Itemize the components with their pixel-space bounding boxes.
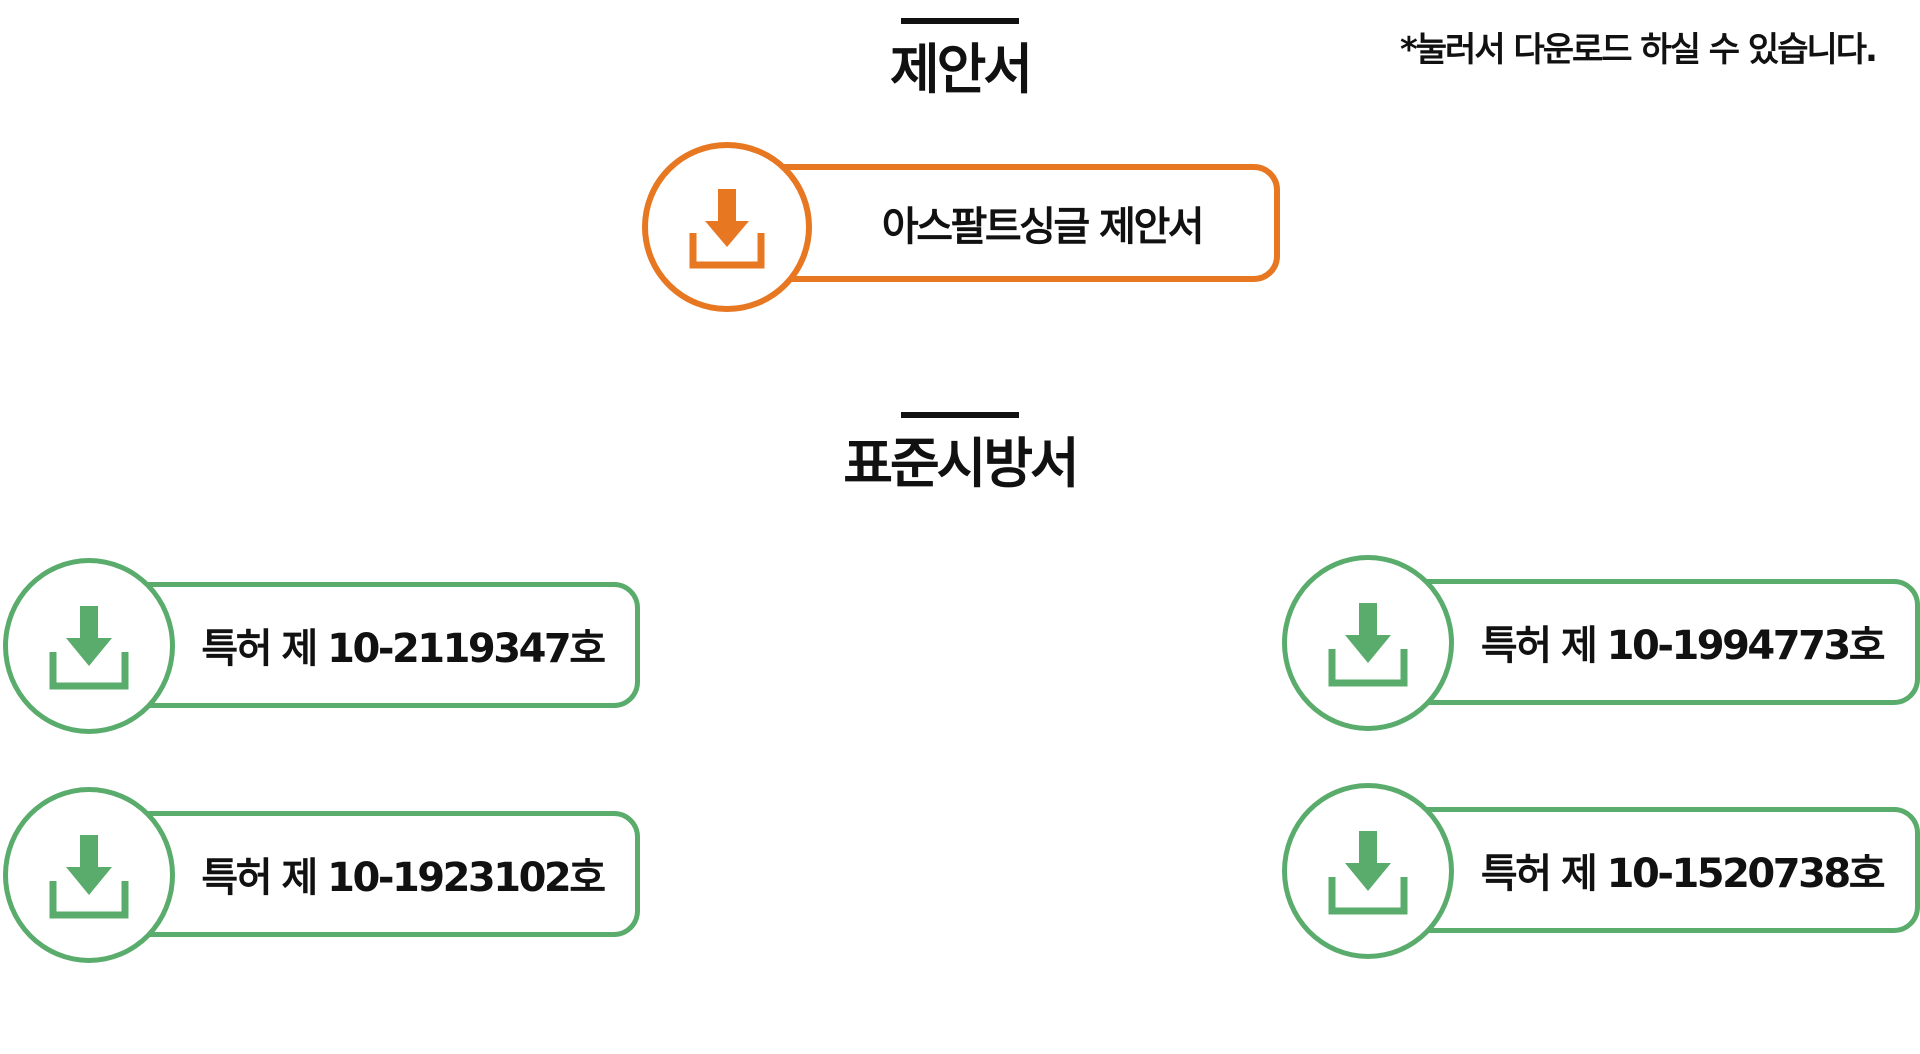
download-button-label: 특허 제 10-1520738호 — [1480, 851, 1886, 897]
spec-section-heading: 표준시방서 — [0, 412, 1920, 496]
heading-divider — [901, 18, 1019, 24]
download-icon — [642, 142, 812, 312]
download-button-frame: 아스팔트싱글 제안서 — [734, 164, 1280, 282]
download-button-label: 특허 제 10-2119347호 — [201, 626, 606, 672]
download-button-frame: 특허 제 10-1520738호 — [1374, 807, 1920, 933]
download-button-proposal[interactable]: 아스팔트싱글 제안서 — [642, 142, 1280, 312]
proposal-section-heading: 제안서 — [0, 18, 1920, 102]
download-icon — [3, 787, 175, 963]
download-button-frame: 특허 제 10-1994773호 — [1374, 579, 1920, 705]
download-button-frame: 특허 제 10-1923102호 — [95, 811, 640, 937]
download-button-frame: 특허 제 10-2119347호 — [95, 582, 640, 708]
download-button-label: 특허 제 10-1994773호 — [1480, 623, 1886, 669]
download-button-label: 특허 제 10-1923102호 — [201, 855, 606, 901]
heading-divider — [901, 412, 1019, 418]
download-icon — [3, 558, 175, 734]
download-button-patent-10-1994773[interactable]: 특허 제 10-1994773호 — [1282, 555, 1920, 731]
download-icon — [1282, 555, 1454, 731]
download-button-label: 아스팔트싱글 제안서 — [881, 204, 1205, 250]
download-icon — [1282, 783, 1454, 959]
proposal-section-title: 제안서 — [889, 38, 1033, 101]
download-button-patent-10-1520738[interactable]: 특허 제 10-1520738호 — [1282, 783, 1920, 959]
download-button-patent-10-2119347[interactable]: 특허 제 10-2119347호 — [3, 558, 641, 734]
download-button-patent-10-1923102[interactable]: 특허 제 10-1923102호 — [3, 787, 641, 963]
spec-section-title: 표준시방서 — [843, 432, 1079, 495]
download-hint-note: *눌러서 다운로드 하실 수 있습니다. — [1400, 30, 1878, 70]
